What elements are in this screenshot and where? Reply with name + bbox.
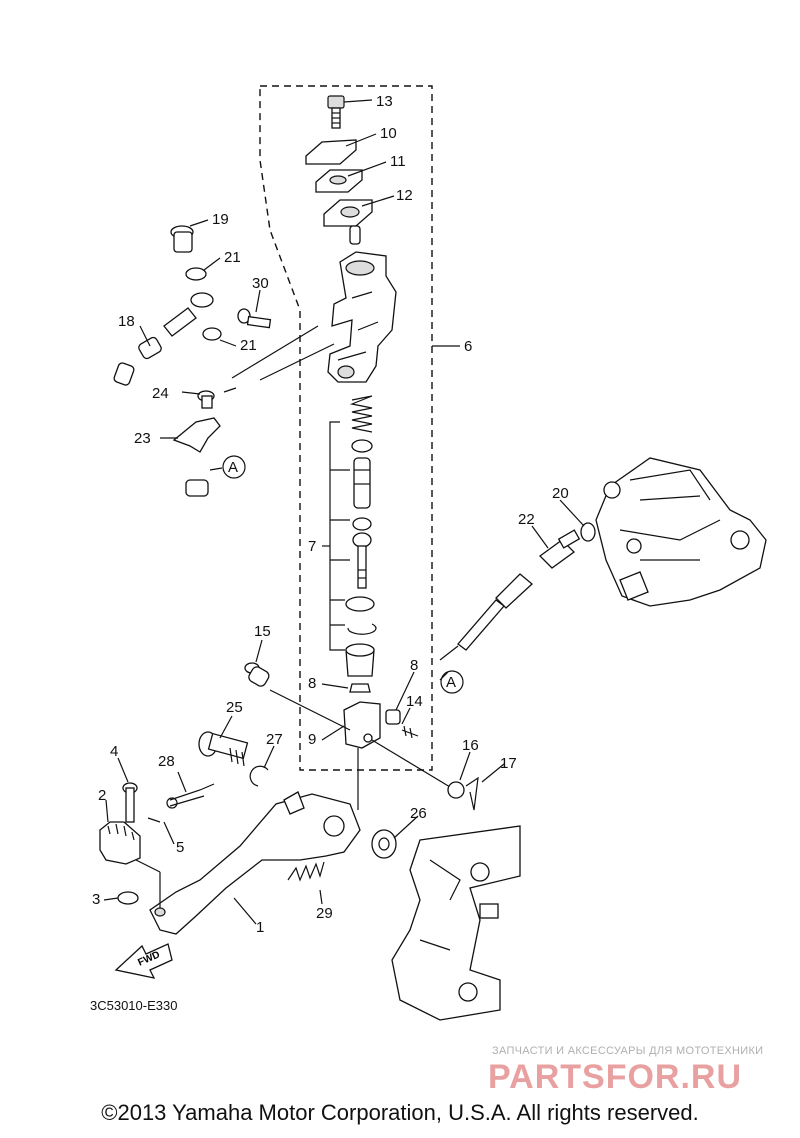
cotter-5	[147, 817, 161, 823]
diaphragm-12	[323, 199, 373, 245]
nut-8	[349, 683, 371, 693]
callout-18: 18	[118, 313, 135, 330]
callout-11: 11	[390, 153, 406, 170]
callout-25: 25	[226, 699, 243, 716]
callout-19: 19	[212, 211, 229, 228]
callout-8b: 8	[308, 675, 316, 692]
callout-5: 5	[176, 839, 184, 856]
spring-clip-3	[117, 891, 139, 905]
washer-21a	[185, 267, 207, 281]
bolt-24	[197, 390, 215, 409]
callout-10: 10	[380, 125, 397, 142]
bolt-13	[327, 95, 345, 129]
callout-numbers: 13 10 11 12 19 21 30 18 21 6 24 23 A 20 …	[92, 93, 569, 936]
washer-26	[371, 829, 397, 859]
callout-3: 3	[92, 891, 100, 908]
callout-27: 27	[266, 731, 283, 748]
screw-14	[401, 725, 419, 739]
fwd-arrow	[114, 943, 173, 979]
callout-4: 4	[110, 743, 118, 760]
callout-15: 15	[254, 623, 271, 640]
callout-20: 20	[552, 485, 569, 502]
assembly-6-boundary	[259, 85, 433, 771]
banjo-bolt-19	[170, 225, 194, 253]
cotter-pin-17	[465, 776, 479, 811]
cap-10	[305, 139, 357, 165]
bolt-30	[237, 308, 272, 329]
brake-pedal-1	[149, 791, 361, 935]
pin-15	[244, 662, 270, 687]
push-rod	[352, 532, 372, 589]
callout-14: 14	[406, 693, 423, 710]
circlip-27	[249, 765, 269, 787]
callout-12: 12	[396, 187, 413, 204]
washer	[345, 596, 375, 612]
callout-23: 23	[134, 430, 151, 447]
watermark-tagline: ЗАПЧАСТИ И АКСЕССУАРЫ ДЛЯ МОТОТЕХНИКИ	[492, 1045, 763, 1057]
rear-caliper	[595, 457, 767, 607]
washer-21b	[202, 327, 222, 341]
caliper-hose	[439, 573, 533, 661]
callout-A2: A	[446, 674, 456, 691]
copyright-notice: ©2013 Yamaha Motor Corporation, U.S.A. A…	[101, 1100, 699, 1125]
callout-17: 17	[500, 755, 517, 772]
master-cylinder-body	[327, 251, 397, 383]
primary-cup	[351, 439, 373, 453]
cotter-28	[169, 783, 215, 807]
callout-28: 28	[158, 753, 175, 770]
brake-hose-18	[94, 292, 214, 497]
callout-29: 29	[316, 905, 333, 922]
clamp-23	[172, 417, 221, 453]
clevis-9	[343, 701, 381, 749]
leader-lines	[103, 99, 585, 925]
callout-7: 7	[308, 538, 316, 555]
pin-4	[122, 782, 138, 823]
callout-21b: 21	[240, 337, 257, 354]
callout-6: 6	[464, 338, 472, 355]
callout-2: 2	[98, 787, 106, 804]
callout-8a: 8	[410, 657, 418, 674]
fitting-22	[539, 529, 581, 569]
diagram-code: 3C53010-E330	[90, 998, 177, 1013]
callout-1: 1	[256, 919, 264, 936]
pivot-bolt-25	[198, 731, 249, 767]
nut-8-right	[385, 709, 401, 725]
washer-20	[580, 522, 596, 542]
callout-26: 26	[410, 805, 427, 822]
watermark-brand: PARTSFOR.RU	[488, 1058, 742, 1096]
callout-21: 21	[224, 249, 241, 266]
group-7-bracket	[329, 421, 350, 651]
washer-16	[447, 781, 465, 799]
callout-13: 13	[376, 93, 393, 110]
spring-29	[287, 861, 325, 882]
callout-9: 9	[308, 731, 316, 748]
secondary-cup	[352, 517, 372, 531]
spring	[349, 395, 373, 433]
pedal-tip-2	[99, 821, 141, 865]
piston	[353, 457, 371, 509]
frame	[391, 825, 521, 1021]
callout-22: 22	[518, 511, 535, 528]
callout-16: 16	[462, 737, 479, 754]
callout-24: 24	[152, 385, 169, 402]
callout-A1: A	[228, 459, 238, 476]
callout-30: 30	[252, 275, 269, 292]
circlip	[347, 623, 377, 635]
